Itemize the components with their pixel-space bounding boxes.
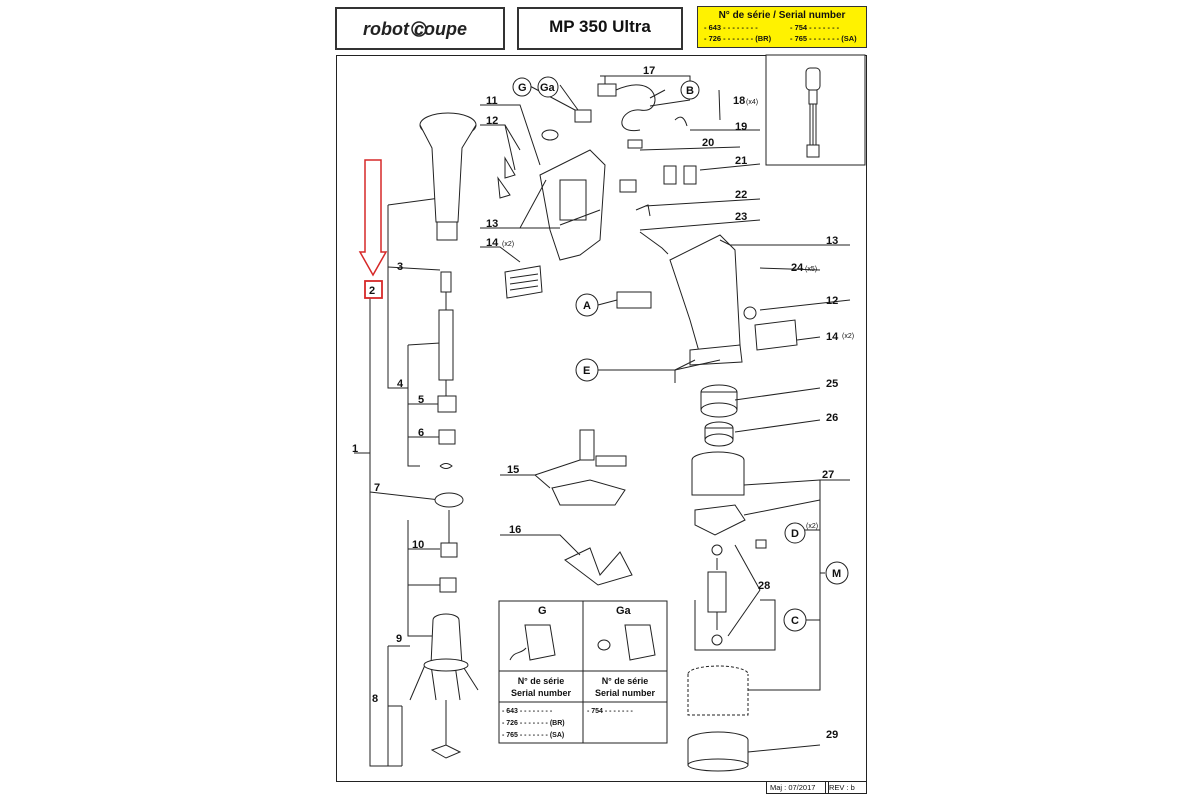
- part-label: 5: [418, 394, 424, 406]
- part-label: 11: [486, 95, 498, 107]
- brand-name: robot coupe: [363, 19, 467, 39]
- part-label: 13: [826, 235, 838, 247]
- callout-letter: C: [791, 615, 799, 627]
- part-label: 10: [412, 539, 424, 551]
- callout-letter: A: [583, 300, 591, 312]
- part-label: 24: [791, 262, 804, 274]
- handle-housing-icon: [539, 149, 606, 261]
- part-label: 27: [822, 469, 834, 481]
- part-label: 19: [735, 121, 747, 133]
- highlight-arrow-icon: [358, 159, 388, 277]
- motor-housing-icon: [616, 234, 798, 366]
- socket-g-icon: [509, 624, 556, 661]
- part-label: 23: [735, 211, 747, 223]
- bearing-ring-icon: [704, 421, 734, 447]
- part-label: 3: [397, 261, 403, 273]
- serial-row: - 726 - - - - - - - (BR): [502, 720, 565, 727]
- motor-casing-icon: [687, 665, 749, 772]
- callout-letter: G: [518, 82, 527, 94]
- part-label: 7: [374, 482, 380, 494]
- part-label: 6: [418, 427, 424, 439]
- serial-row: - 754 - - - - - - -: [587, 708, 634, 715]
- serial-row: - 765 - - - - - - - (SA): [502, 732, 564, 739]
- brand-logo-box: robot coupe: [335, 7, 505, 50]
- brush-holder-icon: [694, 504, 767, 549]
- variant-title: Ga: [616, 605, 632, 617]
- serial-label-en: Serial number: [595, 688, 656, 698]
- qty-label: (x2): [806, 523, 818, 530]
- part-label: 9: [396, 633, 402, 645]
- callout-letter: Ga: [540, 82, 556, 94]
- part-label: 29: [826, 729, 838, 741]
- part-label: 14: [486, 237, 499, 249]
- highlight-box: [364, 280, 383, 299]
- footer-revision: REV : b: [825, 781, 867, 794]
- part-label: 4: [397, 378, 404, 390]
- part-label: 28: [758, 580, 770, 592]
- callout-letter: B: [686, 85, 694, 97]
- callout-letter: D: [791, 528, 799, 540]
- serial-row: - 726 - - - - - - - (BR): [704, 34, 772, 43]
- qty-label: (x2): [842, 333, 854, 340]
- part-label: 20: [702, 137, 714, 149]
- stator-ring-icon: [691, 451, 745, 496]
- serial-number-box: N° de série / Serial number - 643 - - - …: [697, 6, 867, 48]
- serial-label-fr: N° de série: [602, 676, 649, 686]
- side-grip-icon: [504, 265, 543, 299]
- part-label: 15: [507, 464, 519, 476]
- variant-title: G: [538, 605, 547, 617]
- serial-row: - 643 - - - - - - - -: [704, 23, 758, 32]
- wire-clip-icon: [564, 547, 633, 586]
- cord-plug-icon: [574, 83, 666, 132]
- switch-parts-icon: [619, 89, 721, 255]
- cap-icon: [497, 129, 559, 199]
- serial-row: - 754 - - - - - - -: [790, 23, 840, 32]
- fan-icon: [700, 384, 738, 418]
- part-label: 16: [509, 524, 521, 536]
- part-label: 21: [735, 155, 747, 167]
- part-label: 22: [735, 189, 747, 201]
- serial-row: - 765 - - - - - - - (SA): [790, 34, 857, 43]
- part-label: 17: [643, 65, 655, 77]
- model-title: MP 350 Ultra: [549, 17, 651, 36]
- blender-thumbnail-icon: [805, 67, 821, 158]
- serial-label-fr: N° de série: [518, 676, 565, 686]
- part-label: 13: [486, 218, 498, 230]
- socket-ga-icon: [597, 624, 656, 661]
- serial-label-en: Serial number: [511, 688, 572, 698]
- part-label: 8: [372, 693, 378, 705]
- part-label: 18: [733, 95, 745, 107]
- shaft-tube-icon: [409, 112, 479, 759]
- callout-letter: E: [583, 365, 590, 377]
- part-label-highlighted: 2: [369, 285, 375, 297]
- diagram-frame: [336, 55, 867, 782]
- callout-letter: M: [832, 568, 841, 580]
- part-label: 26: [826, 412, 838, 424]
- qty-label: (x2): [502, 241, 514, 248]
- part-label: 12: [826, 295, 838, 307]
- footer-update-date: Maj : 07/2017: [766, 781, 829, 794]
- part-label: 25: [826, 378, 838, 390]
- serial-row: - 643 - - - - - - - -: [502, 708, 553, 715]
- rotor-icon: [707, 544, 727, 646]
- model-box: MP 350 Ultra: [517, 7, 683, 50]
- robot-coupe-logo: robot coupe: [363, 19, 467, 39]
- coupler-icon: [551, 429, 627, 506]
- part-label: 14: [826, 331, 839, 343]
- part-label: 12: [486, 115, 498, 127]
- qty-label: (x5): [805, 266, 817, 273]
- qty-label: (x4): [746, 99, 758, 106]
- part-label: 1: [352, 443, 358, 455]
- serial-title: N° de série / Serial number: [718, 10, 846, 21]
